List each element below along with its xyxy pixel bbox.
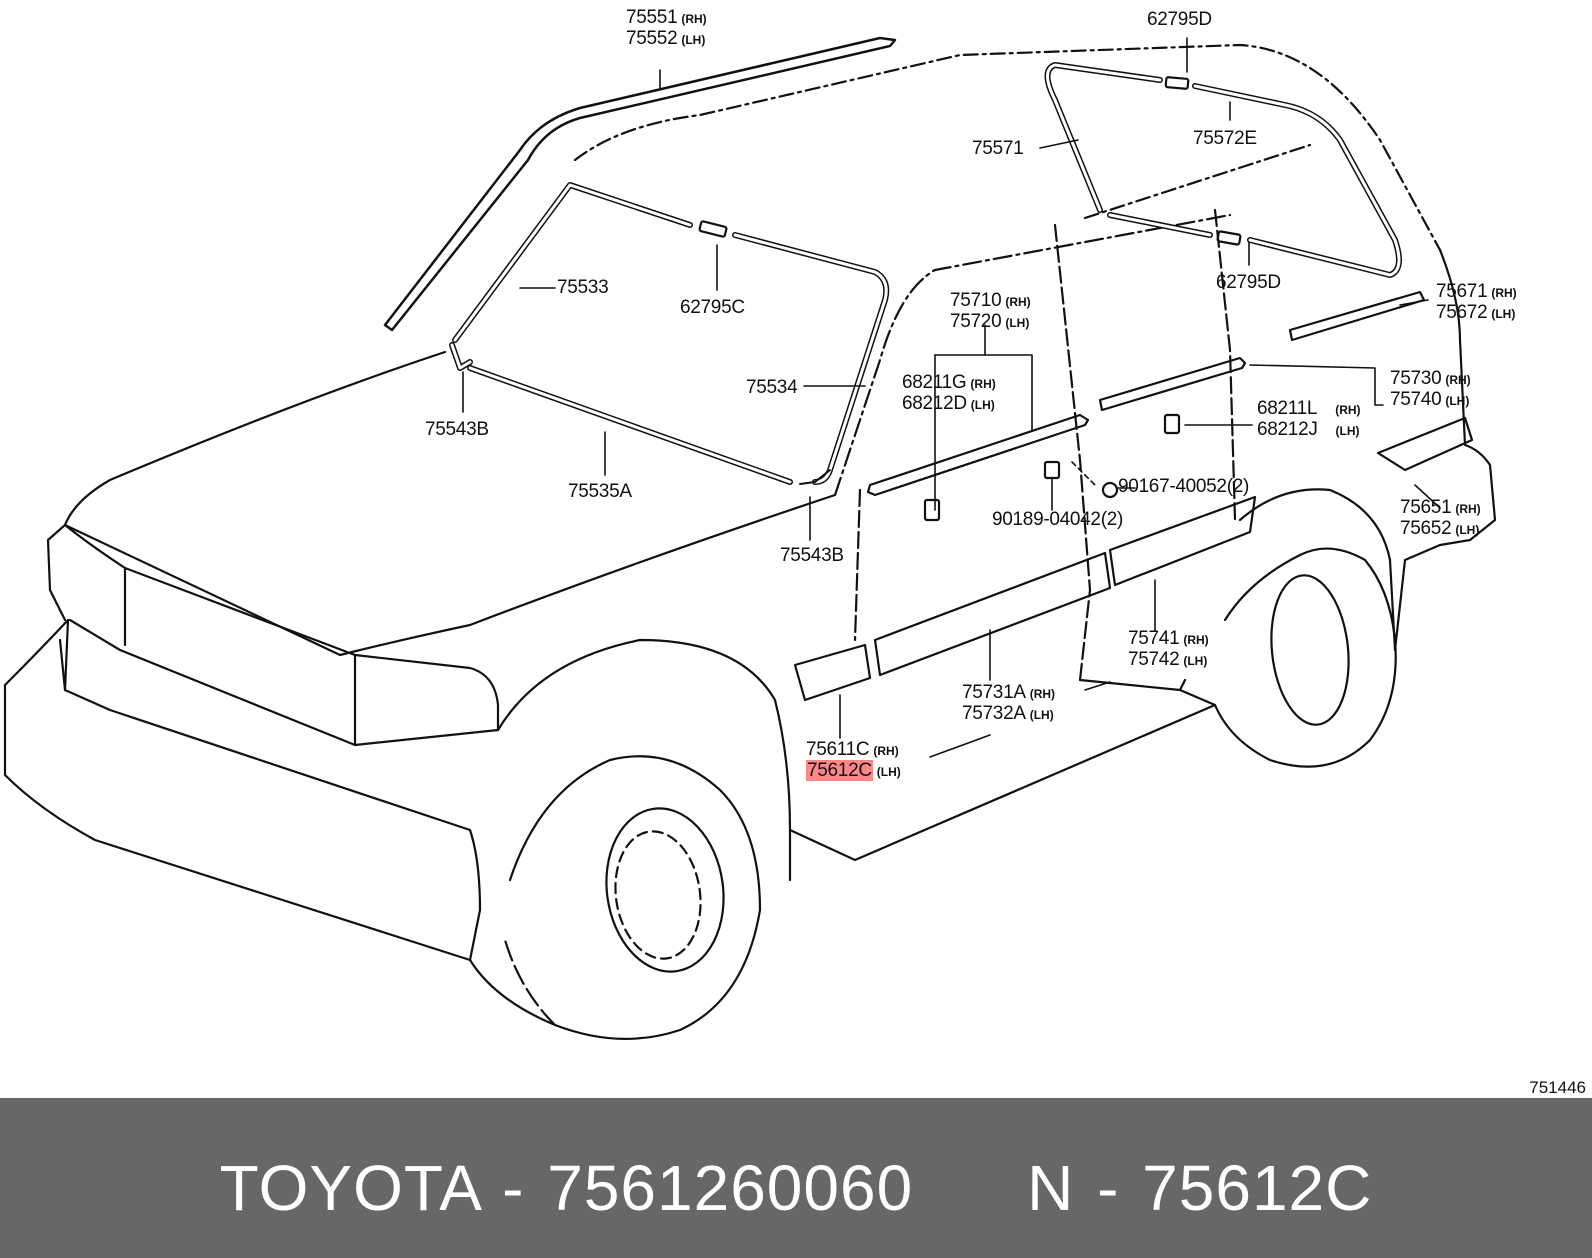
callout-75611c[interactable]: 75611C(RH) 75612C(LH)	[806, 740, 901, 782]
part-code: 75742	[1128, 649, 1180, 670]
callout-75543b-right: 75543B	[780, 546, 844, 566]
callout-62795c: 62795C	[680, 298, 745, 318]
side-tag: (RH)	[1005, 295, 1031, 309]
callout-68211g: 68211G(RH) 68212D(LH)	[902, 373, 996, 415]
part-code: 90189-04042(2)	[992, 509, 1124, 530]
callout-75571: 75571	[972, 138, 1024, 159]
side-tag: (RH)	[873, 744, 899, 758]
part-code: 75533	[557, 277, 609, 298]
callout-75533: 75533	[557, 277, 609, 298]
part-code: 75720	[950, 311, 1002, 332]
part-code: 68211L	[1257, 398, 1318, 419]
part-code: 75741	[1128, 628, 1180, 649]
parts-diagram: 75551(RH) 75552(LH) 62795D 75571 75572E …	[3, 7, 1586, 1097]
figure-code: 751446	[1529, 1078, 1586, 1097]
part-code: 75535A	[568, 481, 632, 502]
side-tag: (LH)	[876, 765, 901, 779]
side-tag: (RH)	[1029, 687, 1056, 701]
part-code: 75543B	[425, 419, 489, 440]
side-tag: (LH)	[1183, 654, 1208, 668]
part-code: 68212D	[902, 393, 967, 414]
highlighted-part-code[interactable]: 75612C	[806, 760, 873, 781]
callout-62795d-top: 62795D	[1147, 10, 1212, 30]
part-code: 75652	[1400, 518, 1452, 539]
side-tag: (LH)	[970, 398, 995, 412]
side-tag: (LH)	[681, 33, 706, 47]
part-code: 75740	[1390, 389, 1442, 410]
callout-75671: 75671(RH) 75672(LH)	[1436, 282, 1517, 324]
callout-75651: 75651(RH) 75652(LH)	[1400, 498, 1481, 540]
part-code: 75534	[746, 377, 798, 398]
side-tag: (RH)	[970, 377, 996, 391]
part-code: 68212J	[1257, 419, 1318, 440]
side-tag: (LH)	[1029, 708, 1054, 722]
part-code: 62795D	[1147, 9, 1212, 30]
part-code: 68211G	[902, 372, 967, 393]
part-code: 75651	[1400, 497, 1452, 518]
callout-75535a: 75535A	[568, 482, 632, 502]
callout-68211l: 68211L (RH) 68212J (LH)	[1257, 399, 1361, 441]
callout-62795d-mid: 62795D	[1216, 273, 1281, 293]
part-code: 75571	[972, 138, 1024, 159]
part-code: 75543B	[780, 545, 844, 566]
callout-75710: 75710(RH) 75720(LH)	[950, 291, 1031, 333]
part-code: 75552	[626, 28, 678, 49]
side-tag: (LH)	[1445, 394, 1470, 408]
part-code: 62795D	[1216, 272, 1281, 293]
callout-75534: 75534	[746, 377, 798, 398]
part-code: 75732A	[962, 703, 1026, 724]
part-number-caption: TOYOTA - 7561260060 N - 75612C	[219, 1152, 1373, 1224]
callout-75731a: 75731A(RH) 75732A(LH)	[962, 683, 1055, 725]
callout-75730: 75730(RH) 75740(LH)	[1390, 369, 1471, 411]
part-code: 75730	[1390, 368, 1442, 389]
callout-75543b-left: 75543B	[425, 420, 489, 440]
side-tag: (LH)	[1491, 307, 1516, 321]
part-code: 75671	[1436, 281, 1488, 302]
side-tag: (RH)	[1455, 502, 1481, 516]
side-tag: (LH)	[1335, 424, 1360, 438]
part-number-footer: TOYOTA - 7561260060 N - 75612C	[0, 1098, 1592, 1258]
callout-90189: 90189-04042(2)	[992, 510, 1123, 530]
side-tag: (RH)	[1491, 286, 1517, 300]
side-tag: (RH)	[1335, 403, 1361, 417]
part-code: 75551	[626, 7, 678, 28]
vehicle-line-drawing	[3, 36, 1497, 1040]
part-code: 75672	[1436, 302, 1488, 323]
side-tag: (LH)	[1005, 316, 1030, 330]
part-code: 62795C	[680, 297, 745, 318]
callout-75572e: 75572E	[1193, 129, 1257, 149]
part-code: 90167-40052(2)	[1118, 476, 1250, 497]
callout-90167: 90167-40052(2)	[1118, 477, 1249, 497]
part-code: 75731A	[962, 682, 1026, 703]
part-code: 75572E	[1193, 128, 1257, 149]
side-tag: (RH)	[681, 12, 707, 26]
side-tag: (RH)	[1445, 373, 1471, 387]
side-tag: (RH)	[1183, 633, 1209, 647]
callout-75551: 75551(RH) 75552(LH)	[626, 8, 707, 50]
part-code: 75710	[950, 290, 1002, 311]
callout-75741: 75741(RH) 75742(LH)	[1128, 629, 1209, 671]
part-code: 75611C	[806, 739, 870, 760]
side-tag: (LH)	[1455, 523, 1480, 537]
